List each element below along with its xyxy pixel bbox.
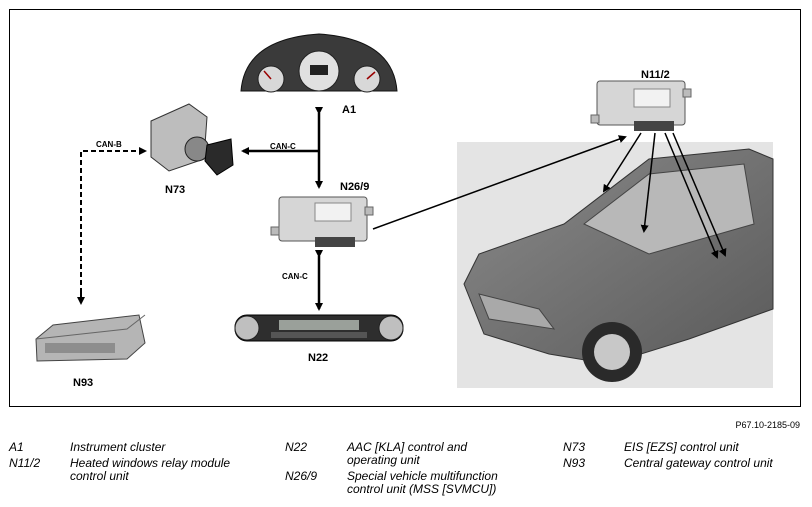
n26-9-module-image xyxy=(270,196,374,247)
legend-code: N26/9 xyxy=(285,469,318,483)
link-n11-2-mirror xyxy=(664,132,719,259)
label-a1: A1 xyxy=(342,104,357,116)
label-n73: N73 xyxy=(165,184,186,196)
legend-code: A1 xyxy=(9,440,24,454)
legend-desc: Heated windows relay module control unit xyxy=(70,456,231,483)
link-n26-9-to-n11-2 xyxy=(372,135,627,230)
n73-ignition-unit-image xyxy=(150,103,234,176)
system-diagram xyxy=(35,33,774,388)
bus-label-can-b: CAN-B xyxy=(96,140,122,149)
vehicle-image xyxy=(457,142,774,388)
n22-climate-panel-image xyxy=(234,314,404,342)
n93-gateway-image xyxy=(35,314,146,362)
legend-desc: Central gateway control unit xyxy=(624,456,773,470)
figure-reference: P67.10-2185-09 xyxy=(735,420,800,430)
legend-desc: AAC [KLA] control and operating unit xyxy=(347,440,468,467)
connections xyxy=(77,107,727,311)
legend-code: N93 xyxy=(563,456,586,470)
instrument-cluster-image xyxy=(240,33,398,93)
bus-label-can-c-lower: CAN-C xyxy=(282,272,308,281)
legend-desc: Special vehicle multifunction control un… xyxy=(347,469,498,496)
link-n11-2-rear-window xyxy=(602,132,642,193)
legend-code: N22 xyxy=(285,440,308,454)
label-n26-9: N26/9 xyxy=(340,181,370,193)
link-n11-2-windshield xyxy=(672,132,727,257)
legend-code: N11/2 xyxy=(9,456,41,470)
can-b-link xyxy=(80,147,147,301)
diagram-frame xyxy=(9,9,801,407)
legend-desc: Instrument cluster xyxy=(70,440,166,454)
label-n93: N93 xyxy=(73,377,94,389)
label-n22: N22 xyxy=(308,352,329,364)
legend-code: N73 xyxy=(563,440,586,454)
legend-desc: EIS [EZS] control unit xyxy=(624,440,739,454)
bus-label-can-c-upper: CAN-C xyxy=(270,142,296,151)
link-n11-2-cabin xyxy=(640,132,656,233)
n11-2-module-image xyxy=(590,80,692,131)
label-n11-2: N11/2 xyxy=(641,69,670,81)
